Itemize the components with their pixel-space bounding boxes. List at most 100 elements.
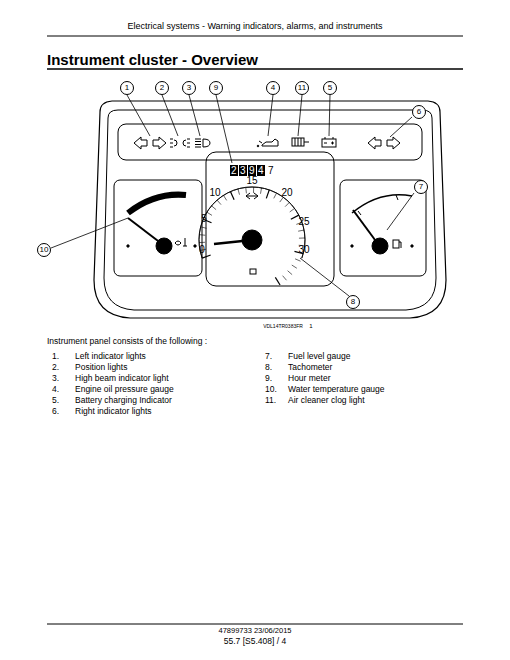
tick-mark: [266, 190, 269, 199]
tick-mark: [283, 276, 287, 281]
tachometer-hub: [242, 230, 262, 250]
tick-mark: [199, 234, 205, 236]
fuel-needle: [353, 210, 378, 244]
tachometer-frame: [206, 152, 334, 286]
temperature-scale: [128, 195, 186, 213]
page-number: 55.7 [S5.408] / 4: [224, 637, 286, 646]
callout-circle: 3: [182, 81, 196, 95]
callout-number: 7: [419, 183, 423, 191]
right-indicator-symbol: [368, 137, 381, 149]
right-indicator-symbol: [387, 137, 400, 149]
tick-mark: [230, 192, 234, 200]
list-number: 1.: [52, 352, 59, 361]
cluster-housing: [94, 101, 446, 318]
hour-meter-digit: 7: [268, 165, 274, 176]
page-header: Electrical systems - Warning indicators,…: [127, 22, 382, 32]
list-item: Hour meter: [288, 374, 331, 383]
footer-code: 47899733 23/06/2015: [219, 627, 292, 635]
callout-number: 8: [351, 298, 355, 306]
dial-number: 20: [281, 187, 292, 198]
scale-mark: [127, 245, 129, 247]
callout-number: 4: [271, 84, 275, 92]
temperature-symbol: [175, 238, 187, 246]
callout-circle: 5: [323, 81, 337, 95]
temperature-needle: [128, 218, 162, 244]
list-number: 7.: [265, 352, 272, 361]
tick-mark: [275, 277, 280, 285]
dial-number: 0: [199, 244, 205, 255]
tick-mark: [290, 208, 295, 212]
list-item: Battery charging Indicator: [75, 396, 172, 405]
tick-mark: [292, 265, 297, 268]
fuel-gauge-frame: [340, 180, 426, 276]
tick-mark: [260, 188, 261, 194]
list-item: High beam indicator light: [75, 374, 169, 383]
figure-number: 1: [309, 323, 312, 330]
scale-mark: [194, 245, 196, 247]
list-number: 3.: [52, 374, 59, 383]
list-number: 11.: [265, 396, 276, 405]
list-number: 9.: [265, 374, 272, 383]
leader-lines: [51, 95, 414, 296]
callout-circle: 7: [414, 180, 428, 194]
oil-pressure-symbol: [257, 145, 259, 147]
high-beam-symbol: [195, 139, 201, 147]
fuel-scale: [352, 195, 412, 213]
dial-number: 30: [298, 244, 309, 255]
tick-mark: [274, 193, 277, 198]
scale-mark: [411, 245, 413, 247]
position-lights-symbol: [174, 140, 186, 146]
list-item: Tachometer: [288, 363, 332, 372]
callout-circle: 6: [412, 105, 426, 119]
tick-mark: [245, 187, 247, 193]
tachometer-symbol: [250, 269, 256, 274]
temperature-hub: [156, 238, 172, 254]
tick-mark: [199, 242, 205, 243]
position-lights-symbol: [170, 139, 190, 147]
temperature-gauge-frame: [114, 180, 202, 276]
header-rule: [47, 36, 463, 37]
list-item: Position lights: [75, 363, 127, 372]
indicator-panel: [118, 124, 422, 160]
list-number: 6.: [52, 407, 59, 416]
list-number: 5.: [52, 396, 59, 405]
callout-number: 3: [187, 84, 191, 92]
intro-text: Instrument panel consists of the followi…: [47, 337, 207, 346]
dial-number: 15: [246, 175, 257, 186]
tick-mark: [202, 255, 210, 258]
list-number: 4.: [52, 385, 59, 394]
dial-number: 10: [209, 187, 220, 198]
air-cleaner-symbol: [295, 138, 309, 146]
fuel-symbol: [399, 242, 401, 248]
list-item: Engine oil pressure gauge: [75, 385, 174, 394]
figure-code: VDL14TR0383FR: [263, 324, 303, 330]
tick-mark: [295, 259, 300, 261]
callout-circle: 2: [155, 81, 169, 95]
tick-arc: [199, 187, 305, 258]
list-number: 10.: [265, 385, 277, 394]
high-beam-symbol: [203, 139, 210, 147]
tick-mark: [207, 212, 212, 215]
left-indicator-symbol: [153, 137, 166, 149]
list-number: 2.: [52, 363, 59, 372]
tick-mark: [217, 200, 221, 205]
title-rule: [47, 68, 463, 70]
list-item: Water temperature gauge: [288, 385, 385, 394]
footer-rule: [47, 624, 463, 625]
fuel-scale: [358, 195, 398, 215]
tick-mark: [223, 195, 226, 200]
cluster-bezel: [104, 110, 436, 310]
list-item: Air cleaner clog light: [288, 396, 365, 405]
hour-meter-digit: 4: [257, 165, 265, 176]
tick-mark: [291, 215, 299, 219]
page-title: Instrument cluster - Overview: [47, 52, 258, 69]
tick-mark: [285, 202, 289, 206]
hour-meter-digit: 9: [248, 165, 256, 176]
callout-circle: 9: [209, 81, 223, 95]
left-indicator-symbol: [134, 137, 147, 149]
list-item: Fuel level gauge: [288, 352, 350, 361]
tick-mark: [212, 206, 217, 210]
list-item: Right indicator lights: [75, 407, 152, 416]
callout-number: 9: [214, 84, 218, 92]
